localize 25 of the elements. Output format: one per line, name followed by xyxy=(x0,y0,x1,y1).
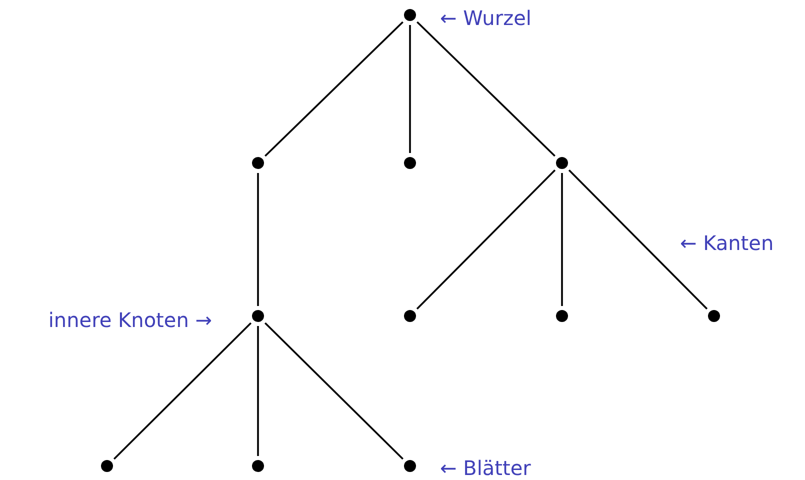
tree-node-dot xyxy=(708,310,720,322)
tree-edge xyxy=(264,322,404,460)
tree-edge xyxy=(257,326,259,456)
tree-node-dot xyxy=(556,157,568,169)
tree-node-dot xyxy=(404,157,416,169)
tree-edge xyxy=(416,169,556,310)
tree-node-dot xyxy=(252,460,264,472)
tree-edge xyxy=(113,322,252,460)
annotation-label: ← Wurzel xyxy=(440,6,532,30)
tree-node-dot xyxy=(404,9,416,21)
tree-node-dot xyxy=(404,460,416,472)
annotation-label: ← Blätter xyxy=(440,456,531,480)
tree-edge xyxy=(257,173,259,306)
annotation-label: ← Kanten xyxy=(680,231,774,255)
tree-node-dot xyxy=(252,157,264,169)
tree-edge xyxy=(264,21,404,157)
tree-edge xyxy=(561,173,563,306)
tree-edge xyxy=(568,169,708,310)
annotation-label: innere Knoten → xyxy=(48,308,212,332)
tree-node-dot xyxy=(252,310,264,322)
tree-node-dot xyxy=(556,310,568,322)
tree-node-dot xyxy=(101,460,113,472)
tree-edge xyxy=(409,25,411,153)
tree-edge xyxy=(416,21,556,157)
tree-node-dot xyxy=(404,310,416,322)
